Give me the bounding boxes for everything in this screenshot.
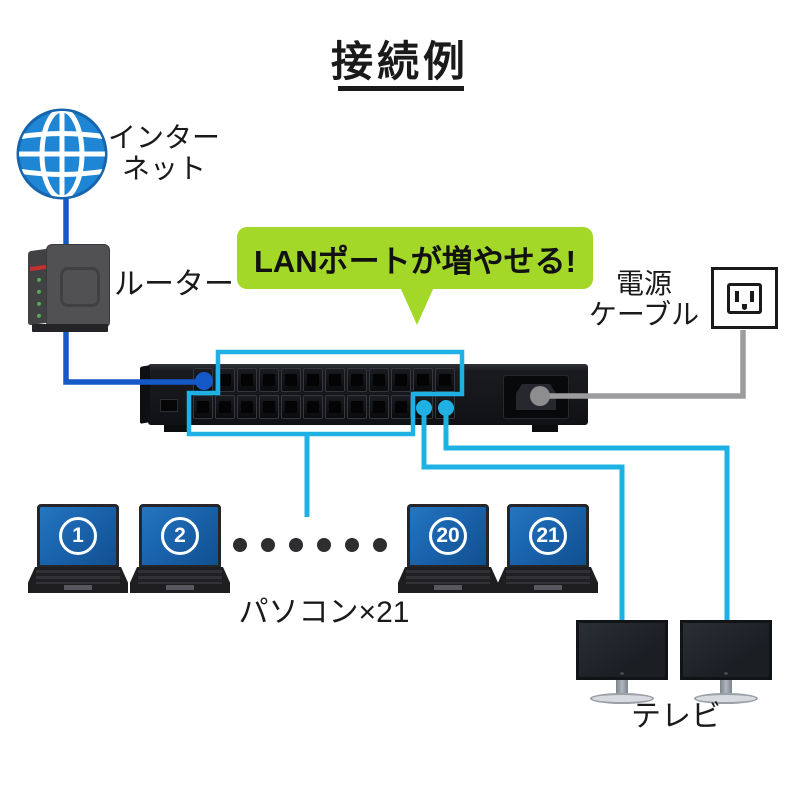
laptop-pc-20: 20 xyxy=(398,504,498,594)
lan-port xyxy=(391,368,411,392)
switch-foot xyxy=(164,425,190,432)
lan-port xyxy=(193,368,213,392)
callout-bubble: LANポートが増やせる! xyxy=(237,227,593,325)
lan-port xyxy=(193,395,213,419)
pcs-label: パソコン×21 xyxy=(238,596,410,629)
page-title: 接続例 xyxy=(330,38,469,85)
lan-port xyxy=(435,368,455,392)
tv-base xyxy=(694,693,758,704)
title-underline xyxy=(338,86,464,91)
router-front-panel xyxy=(46,244,110,328)
tv-screen xyxy=(576,620,668,680)
lan-port xyxy=(303,395,323,419)
lan-port xyxy=(413,395,433,419)
ellipsis-dot xyxy=(233,538,247,552)
laptop-keyboard xyxy=(28,567,128,593)
laptop-keyboard xyxy=(398,567,498,593)
laptop-pc-2: 2 xyxy=(130,504,230,594)
switch-device xyxy=(148,364,588,432)
laptop-screen: 2 xyxy=(139,504,221,568)
outlet-socket xyxy=(727,283,762,314)
ellipsis-dot xyxy=(317,538,331,552)
callout-text: LANポートが増やせる! xyxy=(253,243,577,279)
pc-number-badge: 2 xyxy=(161,517,199,555)
internet-label: インター ネット xyxy=(107,122,220,185)
tv-screen xyxy=(680,620,772,680)
power-outlet-icon xyxy=(711,267,778,329)
power-cable-label: 電源 ケーブル xyxy=(588,268,700,331)
ellipsis-dot xyxy=(373,538,387,552)
router-label: ルーター xyxy=(114,268,234,301)
lan-port xyxy=(369,368,389,392)
power-inlet-socket xyxy=(503,375,569,419)
lan-port xyxy=(237,395,257,419)
laptop-screen: 20 xyxy=(407,504,489,568)
port-grid xyxy=(193,368,457,422)
internet-globe-icon xyxy=(14,106,110,202)
laptop-screen: 21 xyxy=(507,504,589,568)
switch-foot xyxy=(532,425,558,432)
lan-port xyxy=(435,395,455,419)
laptop-keyboard xyxy=(498,567,598,593)
router-base xyxy=(32,324,108,332)
tv-monitor-2 xyxy=(680,620,772,706)
lan-port xyxy=(237,368,257,392)
router-red-stripe xyxy=(30,264,46,272)
laptop-pc-21: 21 xyxy=(498,504,598,594)
lan-port xyxy=(259,395,279,419)
laptop-keyboard xyxy=(130,567,230,593)
tv-monitor-1 xyxy=(576,620,668,706)
lan-port xyxy=(259,368,279,392)
lan-port xyxy=(369,395,389,419)
callout-tail xyxy=(400,287,434,325)
lan-port xyxy=(215,368,235,392)
pc-number-badge: 21 xyxy=(529,517,567,555)
ellipsis-dot xyxy=(289,538,303,552)
tvs-label: テレビ xyxy=(631,700,721,733)
lan-port xyxy=(347,368,367,392)
lan-port xyxy=(281,395,301,419)
ellipsis-dots xyxy=(233,538,387,552)
lan-port xyxy=(281,368,301,392)
lan-port xyxy=(391,395,411,419)
dip-switch xyxy=(160,399,178,412)
lan-port xyxy=(325,395,345,419)
ellipsis-dot xyxy=(261,538,275,552)
lan-port xyxy=(215,395,235,419)
pc-number-badge: 1 xyxy=(59,517,97,555)
lan-port xyxy=(325,368,345,392)
lan-port xyxy=(413,368,433,392)
ellipsis-dot xyxy=(345,538,359,552)
laptop-screen: 1 xyxy=(37,504,119,568)
pc-number-badge: 20 xyxy=(429,517,467,555)
tv-base xyxy=(590,693,654,704)
laptop-pc-1: 1 xyxy=(28,504,128,594)
lan-port xyxy=(303,368,323,392)
router-side-panel xyxy=(28,248,48,326)
router-device-icon xyxy=(26,240,110,334)
lan-port xyxy=(347,395,367,419)
